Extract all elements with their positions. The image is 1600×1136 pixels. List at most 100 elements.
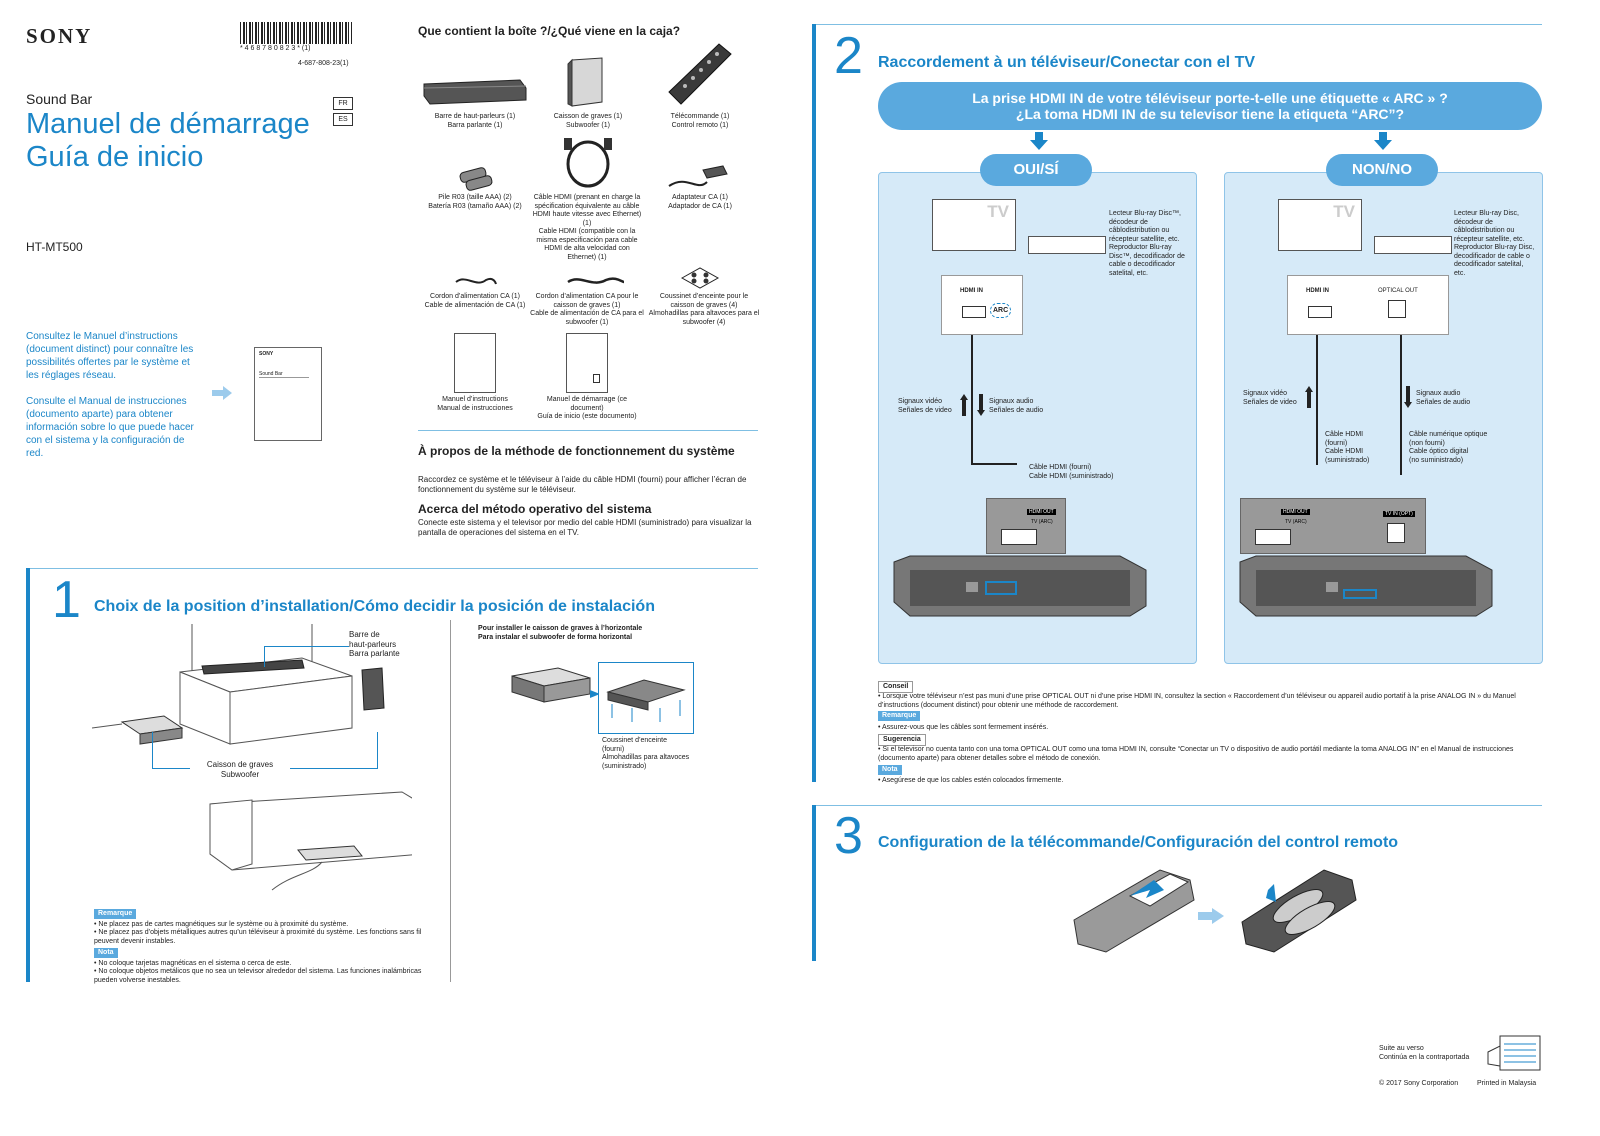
about-title-fr: À propos de la méthode de fonctionnement… — [418, 444, 735, 458]
booklet-brand: SONY — [259, 351, 274, 357]
hdmi-cable-line-no — [1316, 335, 1318, 465]
brand-logo: SONY — [26, 24, 93, 48]
doc-number: 4-687-808-23(1) — [298, 60, 349, 67]
step1-number: 1 — [52, 571, 81, 629]
step3-bar — [812, 805, 816, 961]
hdmi-in-label: HDMI IN — [960, 288, 983, 294]
item-caption-manual: Manuel d’instructions Manual de instrucc… — [437, 396, 513, 412]
item-caption-soundbar: Barre de haut-parleurs (1) Barra parlant… — [434, 113, 516, 129]
remarque-item-2: • Ne placez pas d’objets métalliques aut… — [94, 929, 422, 945]
tv-in-opt-port[interactable] — [1387, 523, 1405, 543]
remarque-tag: Remarque — [94, 909, 137, 919]
hdmi-cable-line-yes — [971, 335, 973, 465]
arrow-right-icon — [590, 690, 600, 698]
tv-stand-illustration — [92, 624, 412, 891]
hdmi-in-port[interactable] — [1308, 306, 1332, 318]
arrow-right-icon — [212, 386, 232, 400]
item-caption-startup-guide: Manuel de démarrage (ce document) Guía d… — [537, 396, 637, 420]
yes-pill: OUI/SÍ — [980, 154, 1092, 186]
page-turn-icon — [1487, 1035, 1541, 1071]
sugerencia-tag: Sugerencia — [878, 734, 926, 746]
player-image — [1374, 236, 1452, 254]
booklet-label: Sound Bar — [259, 371, 309, 378]
tv-in-opt-label: TV IN (OPT) — [1383, 511, 1415, 517]
arrow-up-icon — [960, 394, 968, 416]
arrow-down-icon — [1404, 386, 1412, 408]
arc-label: ARC — [990, 303, 1012, 318]
hdmi-in-port[interactable] — [962, 306, 986, 318]
no-pill: NON/NO — [1326, 154, 1438, 186]
lang-tag-fr: FR — [333, 97, 353, 110]
arc-question-banner: La prise HDMI IN de votre téléviseur por… — [878, 82, 1542, 130]
nota-text: • Asegúrese de que los cables estén colo… — [878, 777, 1064, 784]
soundbar-image — [423, 79, 527, 105]
speaker-pad-label: Coussinet d’enceinte (fourni) Almohadill… — [602, 737, 690, 770]
remarque-item-1: • Ne placez pas de cartes magnétiques su… — [94, 921, 349, 928]
nota-tag: Nota — [94, 948, 118, 958]
item-caption-power-cord: Cordon d’alimentation CA (1) Cable de al… — [424, 293, 526, 309]
hdmi-out-port[interactable] — [1001, 529, 1037, 545]
soundbar-rear-panel-no: HDMI OUT TV (ARC) TV IN (OPT) — [1240, 498, 1426, 554]
soundbar-label: Barre de haut-parleurs Barra parlante — [349, 630, 400, 658]
ac-adapter-image — [668, 165, 728, 187]
sugerencia-text: • Si el televisor no cuenta tanto con un… — [878, 746, 1514, 762]
lang-tag-es: ES — [333, 113, 353, 126]
hdmi-cable-label-yes: Câble HDMI (fourni) Cable HDMI (suminist… — [1029, 464, 1114, 480]
step1-vertical-divider — [450, 620, 451, 982]
tv-arc-label: TV (ARC) — [1031, 519, 1053, 525]
divider-step3 — [812, 805, 1542, 806]
copyright: © 2017 Sony Corporation — [1379, 1080, 1459, 1087]
box-contents-title: Que contient la boîte ?/¿Qué viene en la… — [418, 24, 681, 38]
divider-step1 — [26, 568, 758, 569]
video-signals-label-no: Signaux vidéo Señales de video — [1243, 390, 1297, 406]
step2-title: Raccordement à un téléviseur/Conectar co… — [878, 54, 1256, 71]
player-label-no: Lecteur Blu-ray Disc, décodeur de câblod… — [1454, 210, 1535, 277]
subwoofer-image — [567, 57, 603, 107]
audio-signals-label-yes: Signaux audio Señales de audio — [989, 398, 1044, 414]
step1-bar — [26, 568, 30, 982]
hdmi-in-label: HDMI IN — [1306, 288, 1329, 294]
instruction-booklet: SONY Sound Bar — [254, 347, 322, 441]
step2-bar — [812, 24, 816, 782]
step3-number: 3 — [834, 807, 863, 865]
player-label-yes: Lecteur Blu-ray Disc™, décodeur de câblo… — [1109, 210, 1185, 277]
barcode — [240, 22, 352, 44]
subwoofer-label: Caisson de graves Subwoofer — [190, 760, 290, 779]
model-number: HT-MT500 — [26, 240, 83, 254]
player-image — [1028, 236, 1106, 254]
horizontal-install-title: Pour installer le caisson de graves à l’… — [478, 625, 643, 641]
soundbar-rear-panel-yes: HDMI OUT TV (ARC) — [986, 498, 1066, 554]
arrow-right-icon — [1198, 908, 1224, 924]
tv-arc-label: TV (ARC) — [1285, 519, 1307, 525]
intro-fr: Consultez le Manuel d’instructions (docu… — [26, 331, 194, 381]
divider-step2 — [812, 24, 1542, 25]
arrow-down-icon — [1374, 132, 1392, 150]
remote-battery-insert-image — [1241, 869, 1357, 953]
about-title-es: Acerca del método operativo del sistema — [418, 502, 652, 516]
optical-out-label: OPTICAL OUT — [1378, 288, 1418, 294]
barcode-number: * 4 6 8 7 8 0 8 2 3 * (1) — [240, 45, 311, 52]
step1-title: Choix de la position d’installation/Cómo… — [94, 598, 655, 615]
hdmi-cable-bend-yes — [971, 463, 1017, 465]
continue-note: Suite au verso Continúa en la contraport… — [1379, 1045, 1470, 1061]
video-signals-label-yes: Signaux vidéo Señales de video — [898, 398, 952, 414]
remote-control-image — [668, 43, 732, 105]
subwoofer-cord-image — [567, 277, 625, 284]
item-caption-subwoofer: Caisson de graves (1) Subwoofer (1) — [553, 113, 623, 129]
subwoofer-underside-image — [606, 679, 686, 722]
remote-cover-open-image — [1073, 869, 1195, 953]
hdmi-out-port[interactable] — [1255, 529, 1291, 545]
item-caption-subwoofer-cord: Cordon d’alimentation CA pour le caisson… — [530, 293, 644, 326]
hdmi-cable-label-no: Câble HDMI (fourni) Cable HDMI (suminist… — [1325, 431, 1370, 464]
hdmi-cable-image — [564, 138, 612, 188]
nota-item-2: • No coloque objetos metálicos que no se… — [94, 968, 422, 984]
audio-signals-label-no: Signaux audio Señales de audio — [1416, 390, 1471, 406]
soundbar-rear-image-no — [1239, 555, 1493, 617]
nota-tag: Nota — [878, 765, 902, 775]
about-text-es: Conecte este sistema y el televisor por … — [418, 518, 752, 537]
startup-guide-image — [566, 333, 608, 393]
conseil-tag: Conseil — [878, 681, 914, 693]
optical-out-port[interactable] — [1388, 300, 1406, 318]
arrow-down-icon — [1030, 132, 1048, 150]
printed-in: Printed in Malaysia — [1477, 1080, 1537, 1087]
